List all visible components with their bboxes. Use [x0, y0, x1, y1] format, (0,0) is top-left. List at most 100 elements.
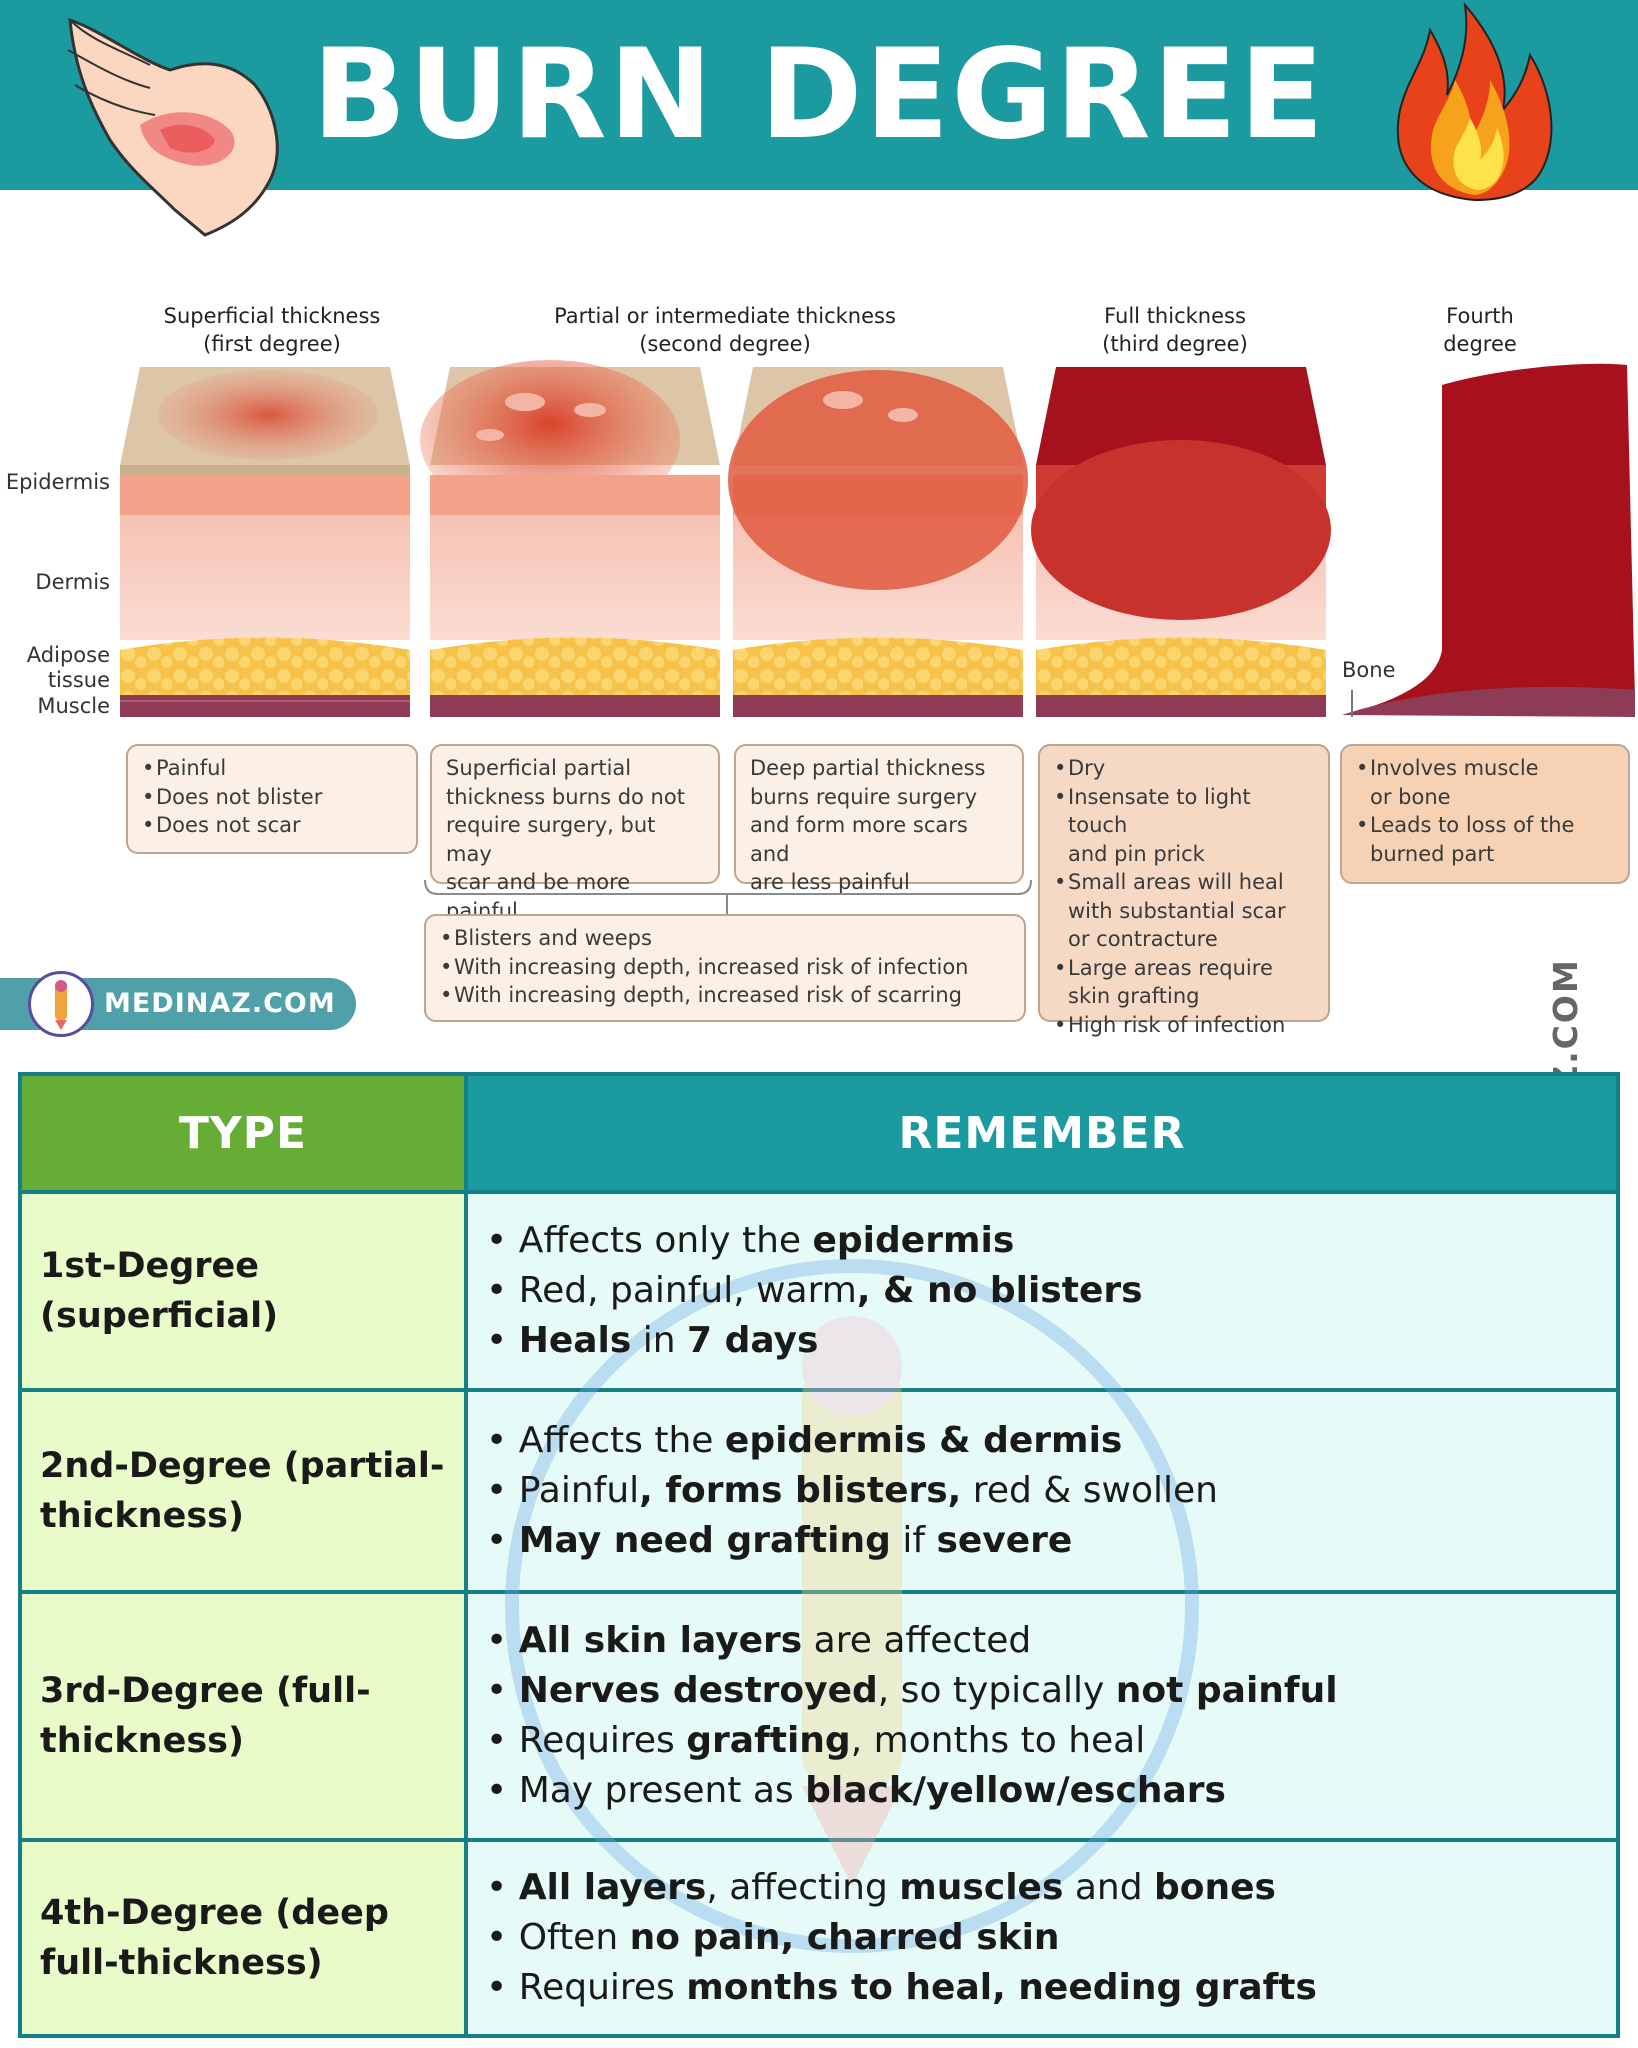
heading-line: Superficial thickness	[163, 304, 381, 328]
table-row-remember: • All layers, affecting muscles and bone…	[468, 1842, 1616, 2034]
note-line: Superficial partial	[446, 756, 632, 780]
remember-segment: All skin layers	[518, 1620, 803, 1661]
bullet-icon: •	[486, 1420, 519, 1461]
row-divider	[22, 1838, 1616, 1842]
remember-line: • Painful, forms blisters, red & swollen	[486, 1466, 1616, 1516]
bullet-icon: •	[486, 1720, 519, 1761]
bullet-icon: •	[486, 1270, 519, 1311]
remember-segment: muscles	[899, 1867, 1064, 1908]
note-item: With increasing depth, increased risk of…	[440, 981, 1010, 1010]
bullet-icon: •	[486, 1670, 519, 1711]
col-heading-first-degree: Superficial thickness (first degree)	[122, 302, 422, 358]
remember-line: • May present as black/yellow/eschars	[486, 1766, 1616, 1816]
note-item: High risk of infection	[1054, 1011, 1314, 1040]
remember-segment: if	[890, 1520, 937, 1561]
note-line: Deep partial thickness	[750, 756, 986, 780]
note-line: Dry	[1068, 756, 1106, 780]
remember-segment: Red, painful, warm	[518, 1270, 857, 1311]
table-row-remember: • Affects only the epidermis• Red, painf…	[468, 1194, 1616, 1388]
note-fourth-degree: Involves muscle or bone Leads to loss of …	[1340, 744, 1630, 884]
type-line: 3rd-Degree (full-	[40, 1671, 371, 1711]
remember-segment: Painful	[518, 1470, 640, 1511]
note-line: Involves muscle	[1370, 756, 1539, 780]
brand-name: MEDINAZ.COM	[104, 988, 336, 1019]
table-row-remember: • All skin layers are affected• Nerves d…	[468, 1594, 1616, 1838]
remember-segment: , months to heal	[850, 1720, 1146, 1761]
summary-table: TYPE REMEMBER 1st-Degree(superficial) • …	[18, 1072, 1620, 2038]
remember-segment: months to heal, needing grafts	[686, 1967, 1317, 2008]
remember-segment: in	[631, 1320, 688, 1361]
row-divider	[22, 1590, 1616, 1594]
heading-line: Full thickness	[1104, 304, 1246, 328]
remember-segment: , affecting	[706, 1867, 900, 1908]
remember-segment: , forms blisters,	[639, 1470, 962, 1511]
remember-segment: May need grafting	[518, 1520, 891, 1561]
remember-segment: All layers	[518, 1867, 707, 1908]
remember-segment: red & swollen	[961, 1470, 1218, 1511]
remember-line: • Requires months to heal, needing graft…	[486, 1963, 1616, 2013]
note-item: Blisters and weeps	[440, 924, 1010, 953]
panel-superficial-partial	[420, 360, 720, 717]
remember-segment: , so typically	[877, 1670, 1116, 1711]
type-line: 4th-Degree (deep	[40, 1893, 389, 1933]
type-line: thickness)	[40, 1496, 244, 1536]
bullet-icon: •	[486, 1867, 519, 1908]
table-row-type: 2nd-Degree (partial-thickness)	[22, 1392, 464, 1590]
heading-line: Partial or intermediate thickness	[554, 304, 896, 328]
note-line: or contracture	[1068, 927, 1218, 951]
remember-segment: are affected	[802, 1620, 1032, 1661]
heading-line: degree	[1443, 332, 1517, 356]
remember-segment: Affects only the	[518, 1220, 813, 1261]
note-line: Large areas require	[1068, 955, 1273, 980]
remember-line: • Nerves destroyed, so typically not pai…	[486, 1666, 1616, 1716]
remember-segment: Often	[518, 1917, 630, 1958]
note-line: require surgery, but may	[446, 813, 656, 866]
type-line: 2nd-Degree (partial-	[40, 1446, 445, 1486]
remember-segment: Heals	[518, 1320, 632, 1361]
bullet-icon: •	[486, 1520, 519, 1561]
note-line: burned part	[1370, 841, 1495, 866]
remember-segment: bones	[1154, 1867, 1276, 1908]
label-muscle: Muscle	[37, 694, 110, 718]
label-line: Adipose	[26, 643, 110, 667]
row-divider	[22, 1388, 1616, 1392]
heading-line: Fourth	[1446, 304, 1514, 328]
note-line: or bone	[1370, 784, 1451, 809]
col-heading-third-degree: Full thickness (third degree)	[1040, 302, 1310, 358]
remember-segment: Nerves destroyed	[518, 1670, 878, 1711]
remember-segment: May present as	[518, 1770, 806, 1811]
note-item: With increasing depth, increased risk of…	[440, 953, 1010, 982]
brand-logo-icon	[28, 971, 94, 1037]
bullet-icon: •	[486, 1917, 519, 1958]
remember-segment: and	[1063, 1867, 1154, 1908]
remember-segment: not painful	[1115, 1670, 1338, 1711]
heading-line: (third degree)	[1102, 332, 1248, 356]
label-bone: Bone	[1342, 658, 1396, 682]
bullet-icon: •	[486, 1770, 519, 1811]
note-first-degree: Painful Does not blister Does not scar	[126, 744, 418, 854]
remember-segment: Affects the	[518, 1420, 725, 1461]
remember-line: • Often no pain, charred skin	[486, 1913, 1616, 1963]
note-line: High risk of infection	[1068, 1012, 1286, 1037]
heading-line: (first degree)	[203, 332, 341, 356]
note-line: burns require surgery	[750, 784, 977, 809]
remember-segment: severe	[936, 1520, 1073, 1561]
remember-line: • Red, painful, warm, & no blisters	[486, 1266, 1616, 1316]
type-line: (superficial)	[40, 1296, 279, 1336]
note-item: Dry	[1054, 754, 1314, 783]
note-deep-partial: Deep partial thickness burns require sur…	[734, 744, 1024, 894]
remember-line: • All layers, affecting muscles and bone…	[486, 1863, 1616, 1913]
row-divider	[22, 1190, 1616, 1194]
remember-line: • Affects only the epidermis	[486, 1216, 1616, 1266]
burned-hand-icon	[67, 17, 279, 237]
remember-line: • All skin layers are affected	[486, 1616, 1616, 1666]
remember-segment: , & no blisters	[856, 1270, 1143, 1311]
remember-segment: epidermis & dermis	[724, 1420, 1123, 1461]
remember-line: • Affects the epidermis & dermis	[486, 1416, 1616, 1466]
table-row-remember: • Affects the epidermis & dermis• Painfu…	[468, 1392, 1616, 1590]
col-heading-second-degree: Partial or intermediate thickness (secon…	[500, 302, 950, 358]
